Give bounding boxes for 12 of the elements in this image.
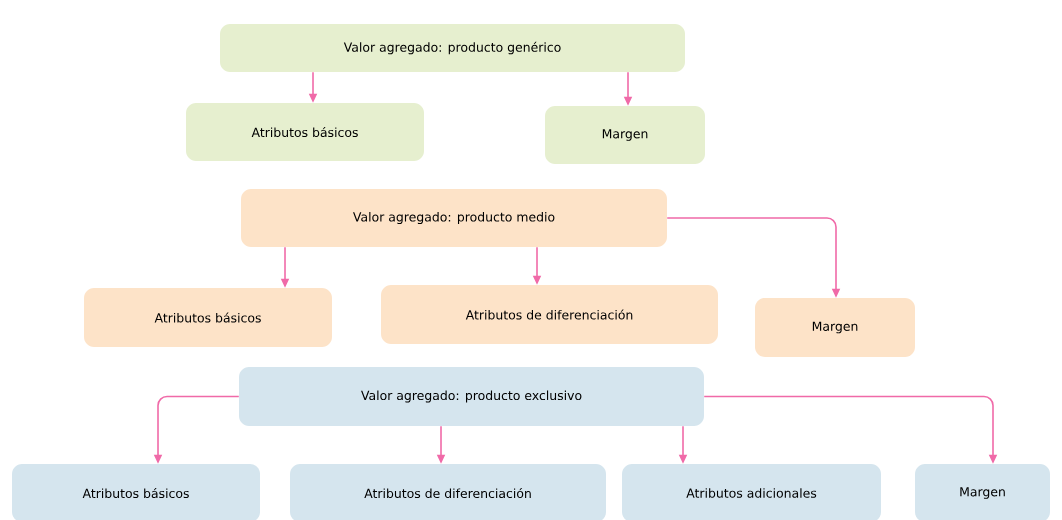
process-box: Atributos de diferenciación (381, 285, 718, 344)
process-box: Valor agregado: producto medio (241, 189, 667, 247)
process-box: Atributos básicos (186, 103, 424, 161)
process-box: Margen (915, 464, 1050, 520)
process-box: Atributos básicos (12, 464, 260, 520)
process-box: Valor agregado: producto exclusivo (239, 367, 704, 426)
process-box: Atributos básicos (84, 288, 332, 347)
process-box: Valor agregado: producto genérico (220, 24, 685, 72)
process-box: Margen (755, 298, 915, 357)
process-box: Margen (545, 106, 705, 164)
process-box: Atributos adicionales (622, 464, 881, 520)
process-box: Atributos de diferenciación (290, 464, 606, 520)
